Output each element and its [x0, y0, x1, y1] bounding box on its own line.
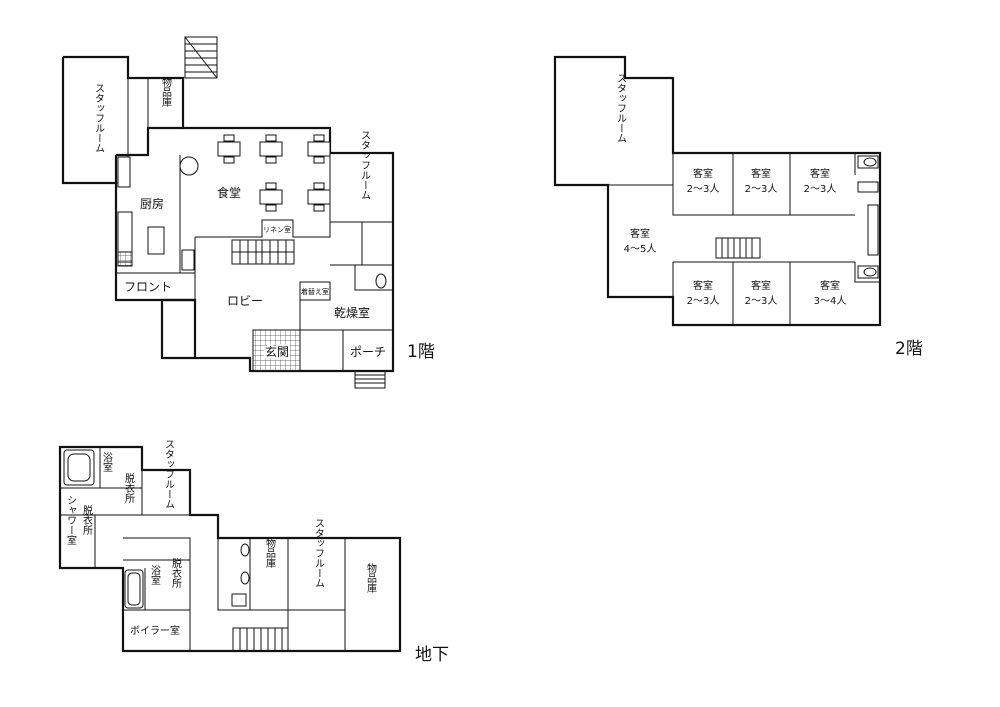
f1-porch-label: ポーチ [350, 345, 386, 359]
b1-dressing-a-label: 脱衣所 [123, 472, 135, 504]
b1-bath-a-label: 浴室 [101, 452, 113, 472]
f2-room-1-capacity: 2～3人 [687, 183, 720, 195]
interior-stair-b1 [232, 627, 289, 652]
kitchen-island [147, 226, 165, 255]
b1-dressing-shower-label: 脱衣所 [81, 504, 93, 536]
f2-staff-room-label: スタッフルーム [615, 73, 627, 143]
interior-stair-2f [715, 237, 761, 259]
f2-room-7-capacity: 3～4人 [814, 295, 847, 307]
entrance-tile-floor [252, 329, 301, 372]
basement-plan: 浴室 脱衣所 スタッフルーム 脱衣所 シャワー室 浴室 脱衣所 ボイラー室 物品… [58, 439, 449, 665]
f1-staff-room-b-label: スタッフルーム [359, 130, 371, 200]
dining-tables [217, 134, 331, 212]
kitchen-shelf [117, 156, 131, 188]
f1-dining-label: 食堂 [217, 185, 241, 200]
b1-bath-b-label: 浴室 [149, 565, 161, 585]
floor-2-title: 2階 [895, 339, 923, 359]
f1-changing-label: 着替え室 [301, 287, 329, 296]
f1-lobby-label: ロビー [227, 294, 263, 308]
b1-staff-room-b-label: スタッフルーム [313, 518, 325, 588]
b1-dressing-b-label: 脱衣所 [170, 557, 182, 589]
f2-room-4-capacity: 4～5人 [624, 243, 657, 255]
f1-kitchen-label: 厨房 [140, 196, 164, 211]
f1-drying-label: 乾燥室 [334, 305, 370, 320]
plant-icon [179, 156, 199, 176]
external-stair-top [184, 36, 218, 79]
b1-boiler-label: ボイラー室 [130, 624, 180, 637]
floor-1-outline [63, 55, 395, 373]
interior-stair-1f [231, 239, 295, 265]
porch-steps [354, 370, 386, 389]
f2-room-3-name: 客室 [810, 167, 830, 180]
floor-1-plan: スタッフルーム 物品庫 食堂 スタッフルーム 厨房 リネン室 フロント ロビー … [61, 36, 435, 389]
floor-2-plan: スタッフルーム 客室 2～3人 客室 2～3人 客室 2～3人 客室 4～5人 … [553, 55, 923, 359]
f2-room-3-capacity: 2～3人 [804, 183, 837, 195]
b1-storage-b-label: 物品庫 [365, 562, 377, 594]
f2-room-1-name: 客室 [693, 167, 713, 180]
f2-room-2-capacity: 2～3人 [745, 183, 778, 195]
b1-storage-a-label: 物品庫 [264, 537, 276, 569]
basement-title: 地下 [415, 645, 449, 665]
f1-staff-room-a-label: スタッフルーム [93, 83, 105, 153]
f1-linen-label: リネン室 [263, 225, 291, 234]
f2-room-6-name: 客室 [751, 279, 771, 292]
b1-staff-room-a-label: スタッフルーム [163, 439, 175, 509]
floor-1-title: 1階 [407, 342, 435, 362]
f2-room-5-name: 客室 [693, 279, 713, 292]
f2-room-2-name: 客室 [751, 167, 771, 180]
f1-entrance-label: 玄関 [265, 344, 289, 359]
f1-storage-label: 物品庫 [160, 76, 172, 108]
f2-room-6-capacity: 2～3人 [745, 295, 778, 307]
f1-front-label: フロント [124, 280, 172, 294]
f2-room-7-name: 客室 [820, 279, 840, 292]
b1-shower-room-label: シャワー室 [65, 495, 77, 545]
f2-room-5-capacity: 2～3人 [687, 295, 720, 307]
f2-room-4-name: 客室 [630, 227, 650, 240]
